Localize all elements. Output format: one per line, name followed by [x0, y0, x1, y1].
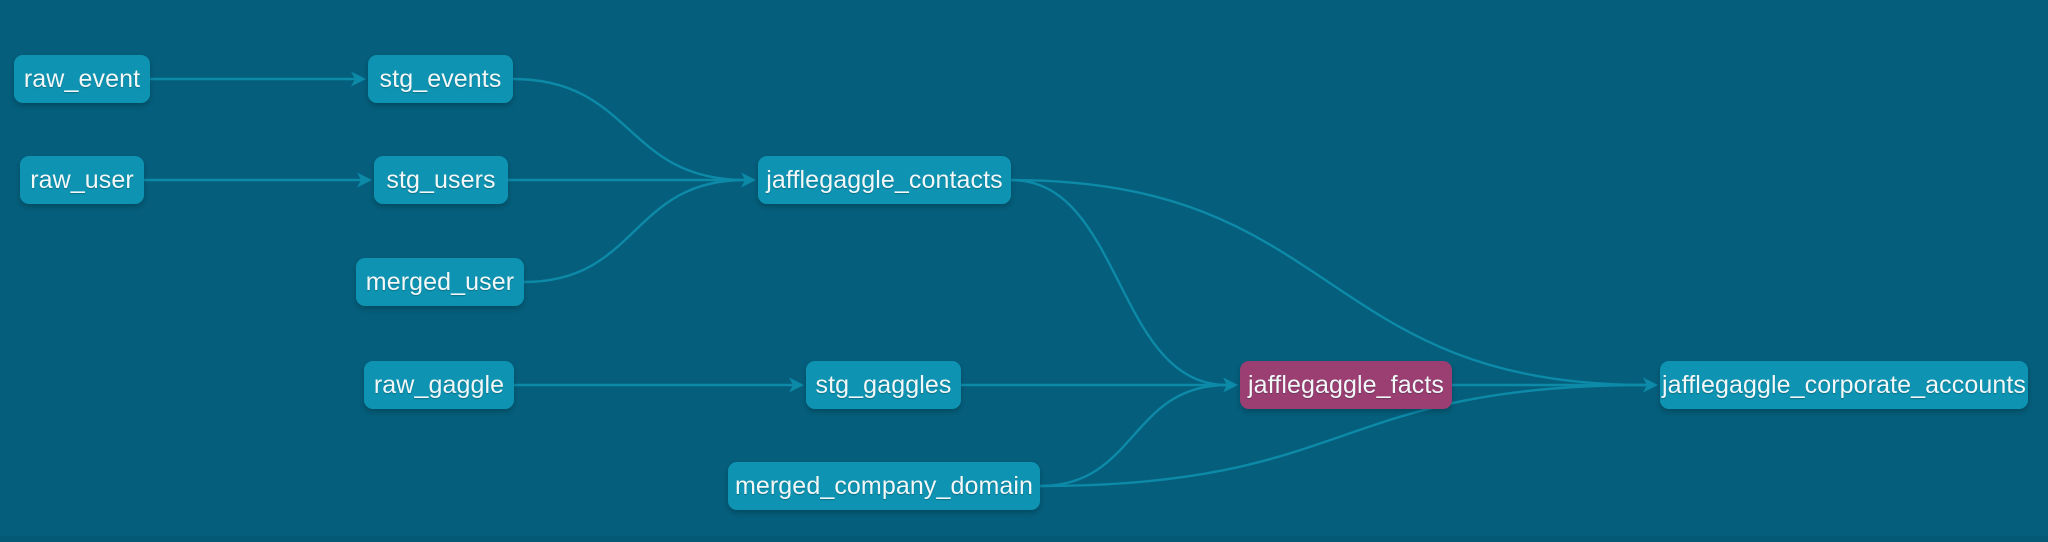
graph-node-stg_users[interactable]: stg_users	[374, 156, 508, 204]
arrowhead-into-stg_users	[357, 172, 372, 188]
graph-node-stg_gaggles[interactable]: stg_gaggles	[806, 361, 961, 409]
arrowhead-into-stg_gaggles	[789, 377, 804, 393]
graph-node-raw_user[interactable]: raw_user	[20, 156, 144, 204]
graph-edge-stg_events-to-jafflegaggle_contacts	[511, 77, 747, 182]
arrowhead-into-jafflegaggle_corporate_accounts	[1643, 377, 1658, 393]
graph-node-stg_events[interactable]: stg_events	[368, 55, 513, 103]
graph-node-jafflegaggle_facts[interactable]: jafflegaggle_facts	[1240, 361, 1452, 409]
graph-node-jafflegaggle_corporate_accounts[interactable]: jafflegaggle_corporate_accounts	[1660, 361, 2028, 409]
graph-node-jafflegaggle_contacts[interactable]: jafflegaggle_contacts	[758, 156, 1011, 204]
graph-edge-jafflegaggle_contacts-to-jafflegaggle_facts	[1009, 178, 1229, 387]
graph-edge-jafflegaggle_contacts-to-jafflegaggle_corporate_accounts	[1009, 178, 1649, 387]
arrowhead-into-stg_events	[351, 71, 366, 87]
arrowhead-into-jafflegaggle_facts	[1223, 377, 1238, 393]
graph-node-merged_user[interactable]: merged_user	[356, 258, 524, 306]
graph-node-merged_company_domain[interactable]: merged_company_domain	[728, 462, 1040, 510]
arrowhead-into-jafflegaggle_contacts	[741, 172, 756, 188]
bottom-band	[0, 536, 2048, 542]
graph-node-raw_event[interactable]: raw_event	[14, 55, 150, 103]
graph-edge-merged_user-to-jafflegaggle_contacts	[522, 178, 747, 284]
graph-node-raw_gaggle[interactable]: raw_gaggle	[364, 361, 514, 409]
graph-edge-merged_company_domain-to-jafflegaggle_facts	[1038, 383, 1229, 488]
